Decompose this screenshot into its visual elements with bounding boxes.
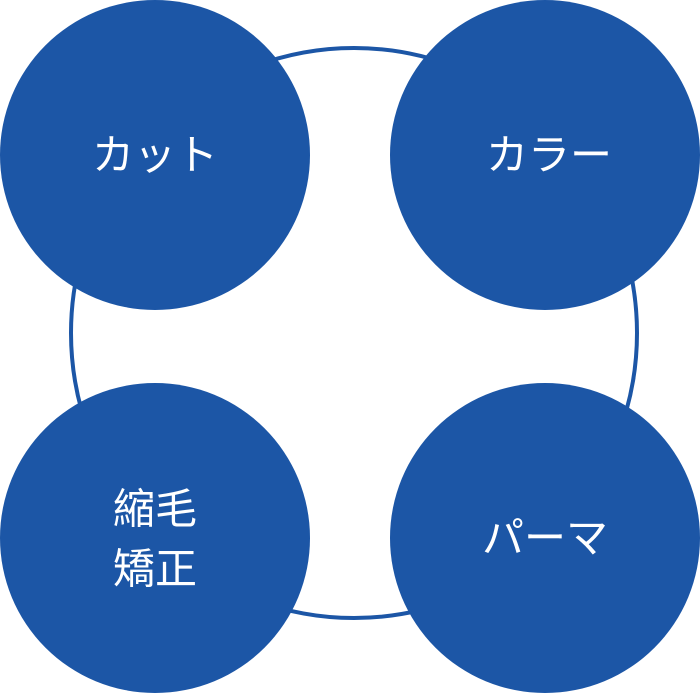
node-straightening-label-line1: 縮毛 — [113, 485, 197, 534]
node-color-label: カラー — [486, 131, 612, 180]
node-perm-circle — [390, 383, 700, 693]
node-straightening-label-line2: 矯正 — [113, 545, 197, 594]
node-cut-label: カット — [92, 131, 218, 180]
node-color: カラー — [390, 0, 700, 310]
node-perm: パーマ — [390, 383, 700, 693]
node-straightening: 縮毛 矯正 — [0, 383, 310, 693]
node-cut: カット — [0, 0, 310, 310]
node-cut-circle — [0, 0, 310, 310]
node-straightening-circle — [0, 383, 310, 693]
node-perm-label: パーマ — [482, 514, 608, 563]
node-color-circle — [390, 0, 700, 310]
